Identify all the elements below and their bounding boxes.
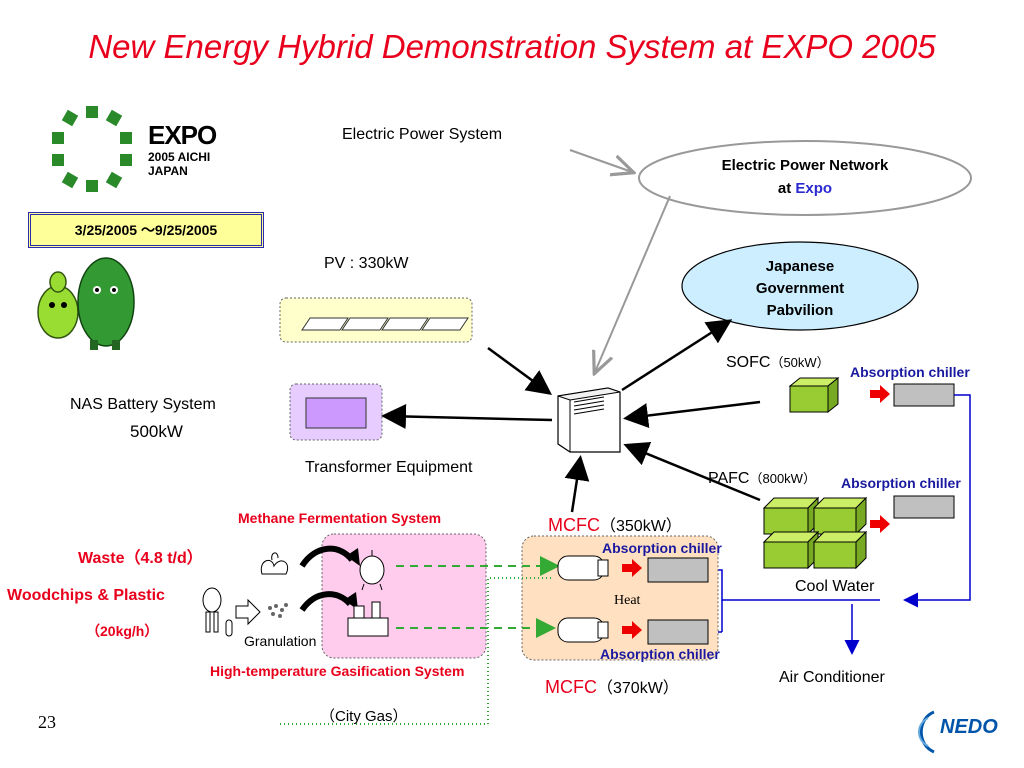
pafc-cubes <box>762 496 868 570</box>
pavilion-label-line3: Pabvilion <box>766 302 834 319</box>
expo-logo-country: JAPAN <box>148 164 188 178</box>
cool-water-label: Cool Water <box>795 578 875 595</box>
sofc-label: SOFC（50kW） <box>726 352 830 372</box>
mcfc1-heat-arrow <box>622 559 642 577</box>
network-label-at: at <box>777 180 792 197</box>
sofc-to-transformer-arrow <box>623 400 761 429</box>
expo-logo-text: EXPO <box>148 120 217 150</box>
pavilion-ellipse <box>681 241 919 331</box>
gasifier-icon <box>347 601 389 637</box>
date-range-badge: 3/25/2005 ～9/25/2005 <box>28 212 264 248</box>
methane-label: Methane Fermentation System <box>238 510 442 526</box>
mcfc1-label: MCFC（350kW） <box>548 512 682 536</box>
granulation-label: Granulation <box>244 633 317 649</box>
sofc-chiller-label: Absorption chiller <box>850 364 970 380</box>
electric-power-system-label: Electric Power System <box>342 126 503 143</box>
heat-label: Heat <box>614 593 641 608</box>
chips-icon <box>268 603 288 618</box>
waste-label: Waste（4.8 t/d） <box>78 550 203 567</box>
pafc-power: （800kW） <box>749 471 816 486</box>
power-system-arrow <box>569 149 632 172</box>
network-to-transformer-arrow <box>595 195 671 372</box>
mcfc2-chiller-label: Absorption chiller <box>600 646 720 662</box>
pafc-name: PAFC <box>708 470 750 487</box>
woodchips-rate: （20kg/h） <box>86 623 159 639</box>
nas-battery-label: NAS Battery System <box>70 396 216 413</box>
pavilion-label-line2: Government <box>755 280 845 297</box>
pafc-heat-arrow <box>870 515 890 533</box>
transformer-icon <box>557 387 621 453</box>
mcfc1-power: （350kW） <box>600 518 682 535</box>
mcfc2-chiller <box>647 619 709 645</box>
mcfc-to-transformer-arrow <box>564 455 590 513</box>
transformer-to-pavilion-arrow <box>621 319 733 392</box>
mcfc2-name: MCFC <box>545 677 597 697</box>
mascot-illustration <box>37 257 135 350</box>
nas-battery-power: 500kW <box>130 422 183 441</box>
mcfc1-chiller-label: Absorption chiller <box>602 540 722 556</box>
pafc-chiller <box>893 495 955 519</box>
nedo-logo <box>918 710 935 754</box>
mcfc1-name: MCFC <box>548 515 600 535</box>
network-label-line2: at Expo <box>680 180 930 197</box>
city-gas-label: （City Gas） <box>320 708 408 725</box>
woodchips-label: Woodchips & Plastic <box>7 587 165 604</box>
transformer-label: Transformer Equipment <box>305 459 473 476</box>
network-ellipse <box>638 140 972 216</box>
sofc-chiller <box>893 383 955 407</box>
waste-bags-icon <box>260 552 288 575</box>
network-label-line1: Electric Power Network <box>721 157 889 174</box>
air-conditioner-label: Air Conditioner <box>779 669 885 686</box>
mcfc1-chiller <box>647 557 709 583</box>
granulation-arrow <box>235 598 261 626</box>
mcfc-unit-2 <box>557 617 609 643</box>
mcfc2-heat-arrow <box>622 621 642 639</box>
sofc-name: SOFC <box>726 354 771 371</box>
pv-label: PV : 330kW <box>324 255 409 272</box>
gasification-label: High-temperature Gasification System <box>210 663 465 679</box>
mcfc2-power: （370kW） <box>597 680 679 697</box>
nas-battery-cell <box>305 397 367 429</box>
sofc-cube <box>788 376 840 414</box>
mcfc2-label: MCFC（370kW） <box>545 674 679 698</box>
page-title: New Energy Hybrid Demonstration System a… <box>88 28 936 65</box>
pv-panel-cells <box>301 317 469 331</box>
pafc-label: PAFC（800kW） <box>708 468 816 488</box>
network-label-expo: Expo <box>795 180 833 197</box>
transformer-to-battery-arrow <box>381 403 553 429</box>
sofc-power: （50kW） <box>770 355 830 370</box>
pv-to-transformer-arrow <box>487 346 553 395</box>
page-number: 23 <box>38 712 56 732</box>
city-gas-line <box>280 577 552 725</box>
mcfc-unit-1 <box>557 555 609 581</box>
woodchips-icon <box>202 587 233 637</box>
cool-water-pipe-right <box>903 394 971 608</box>
digester-icon <box>359 550 385 591</box>
expo-logo-subtitle: 2005 AICHI <box>148 150 211 164</box>
sofc-heat-arrow <box>870 385 890 403</box>
pafc-chiller-label: Absorption chiller <box>841 475 961 491</box>
nedo-logo-text: NEDO <box>940 716 998 738</box>
pavilion-label-line1: Japanese <box>765 258 835 275</box>
expo-logo-ring <box>52 106 132 192</box>
pafc-to-transformer-arrow <box>623 442 761 502</box>
